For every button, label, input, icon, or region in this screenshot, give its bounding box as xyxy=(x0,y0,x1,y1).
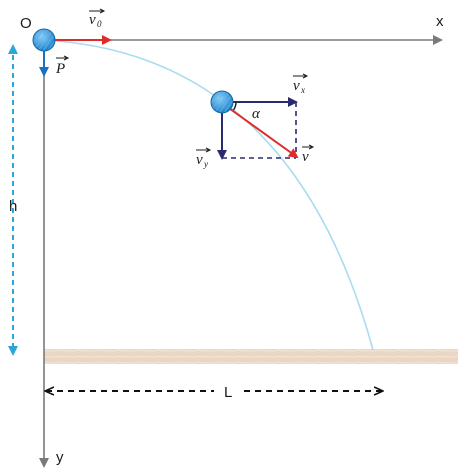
ball-at-origin xyxy=(32,28,56,52)
svg-text:v: v xyxy=(293,78,300,94)
vx-label: v x xyxy=(293,73,309,95)
origin-label: O xyxy=(20,15,32,32)
vy-label: v y xyxy=(196,147,212,169)
y-axis-label: y xyxy=(56,449,64,466)
velocity-label: v xyxy=(302,144,315,165)
velocity-arrow xyxy=(225,105,299,159)
range-label: L xyxy=(224,384,232,401)
trajectory-curve xyxy=(43,39,374,351)
angle-label: α xyxy=(252,106,261,122)
v0-label: v 0 xyxy=(89,8,106,29)
x-axis-label: x xyxy=(436,13,444,30)
svg-text:v: v xyxy=(89,12,96,28)
ball-in-flight xyxy=(210,90,234,114)
svg-text:y: y xyxy=(203,159,208,169)
ground xyxy=(44,349,458,364)
weight-label: P xyxy=(55,55,70,77)
svg-text:0: 0 xyxy=(97,19,102,29)
svg-text:P: P xyxy=(55,61,65,77)
svg-text:v: v xyxy=(196,152,203,168)
height-label: h xyxy=(9,198,17,215)
svg-text:v: v xyxy=(302,149,309,165)
angle-arc xyxy=(232,101,237,111)
svg-text:x: x xyxy=(300,85,305,95)
